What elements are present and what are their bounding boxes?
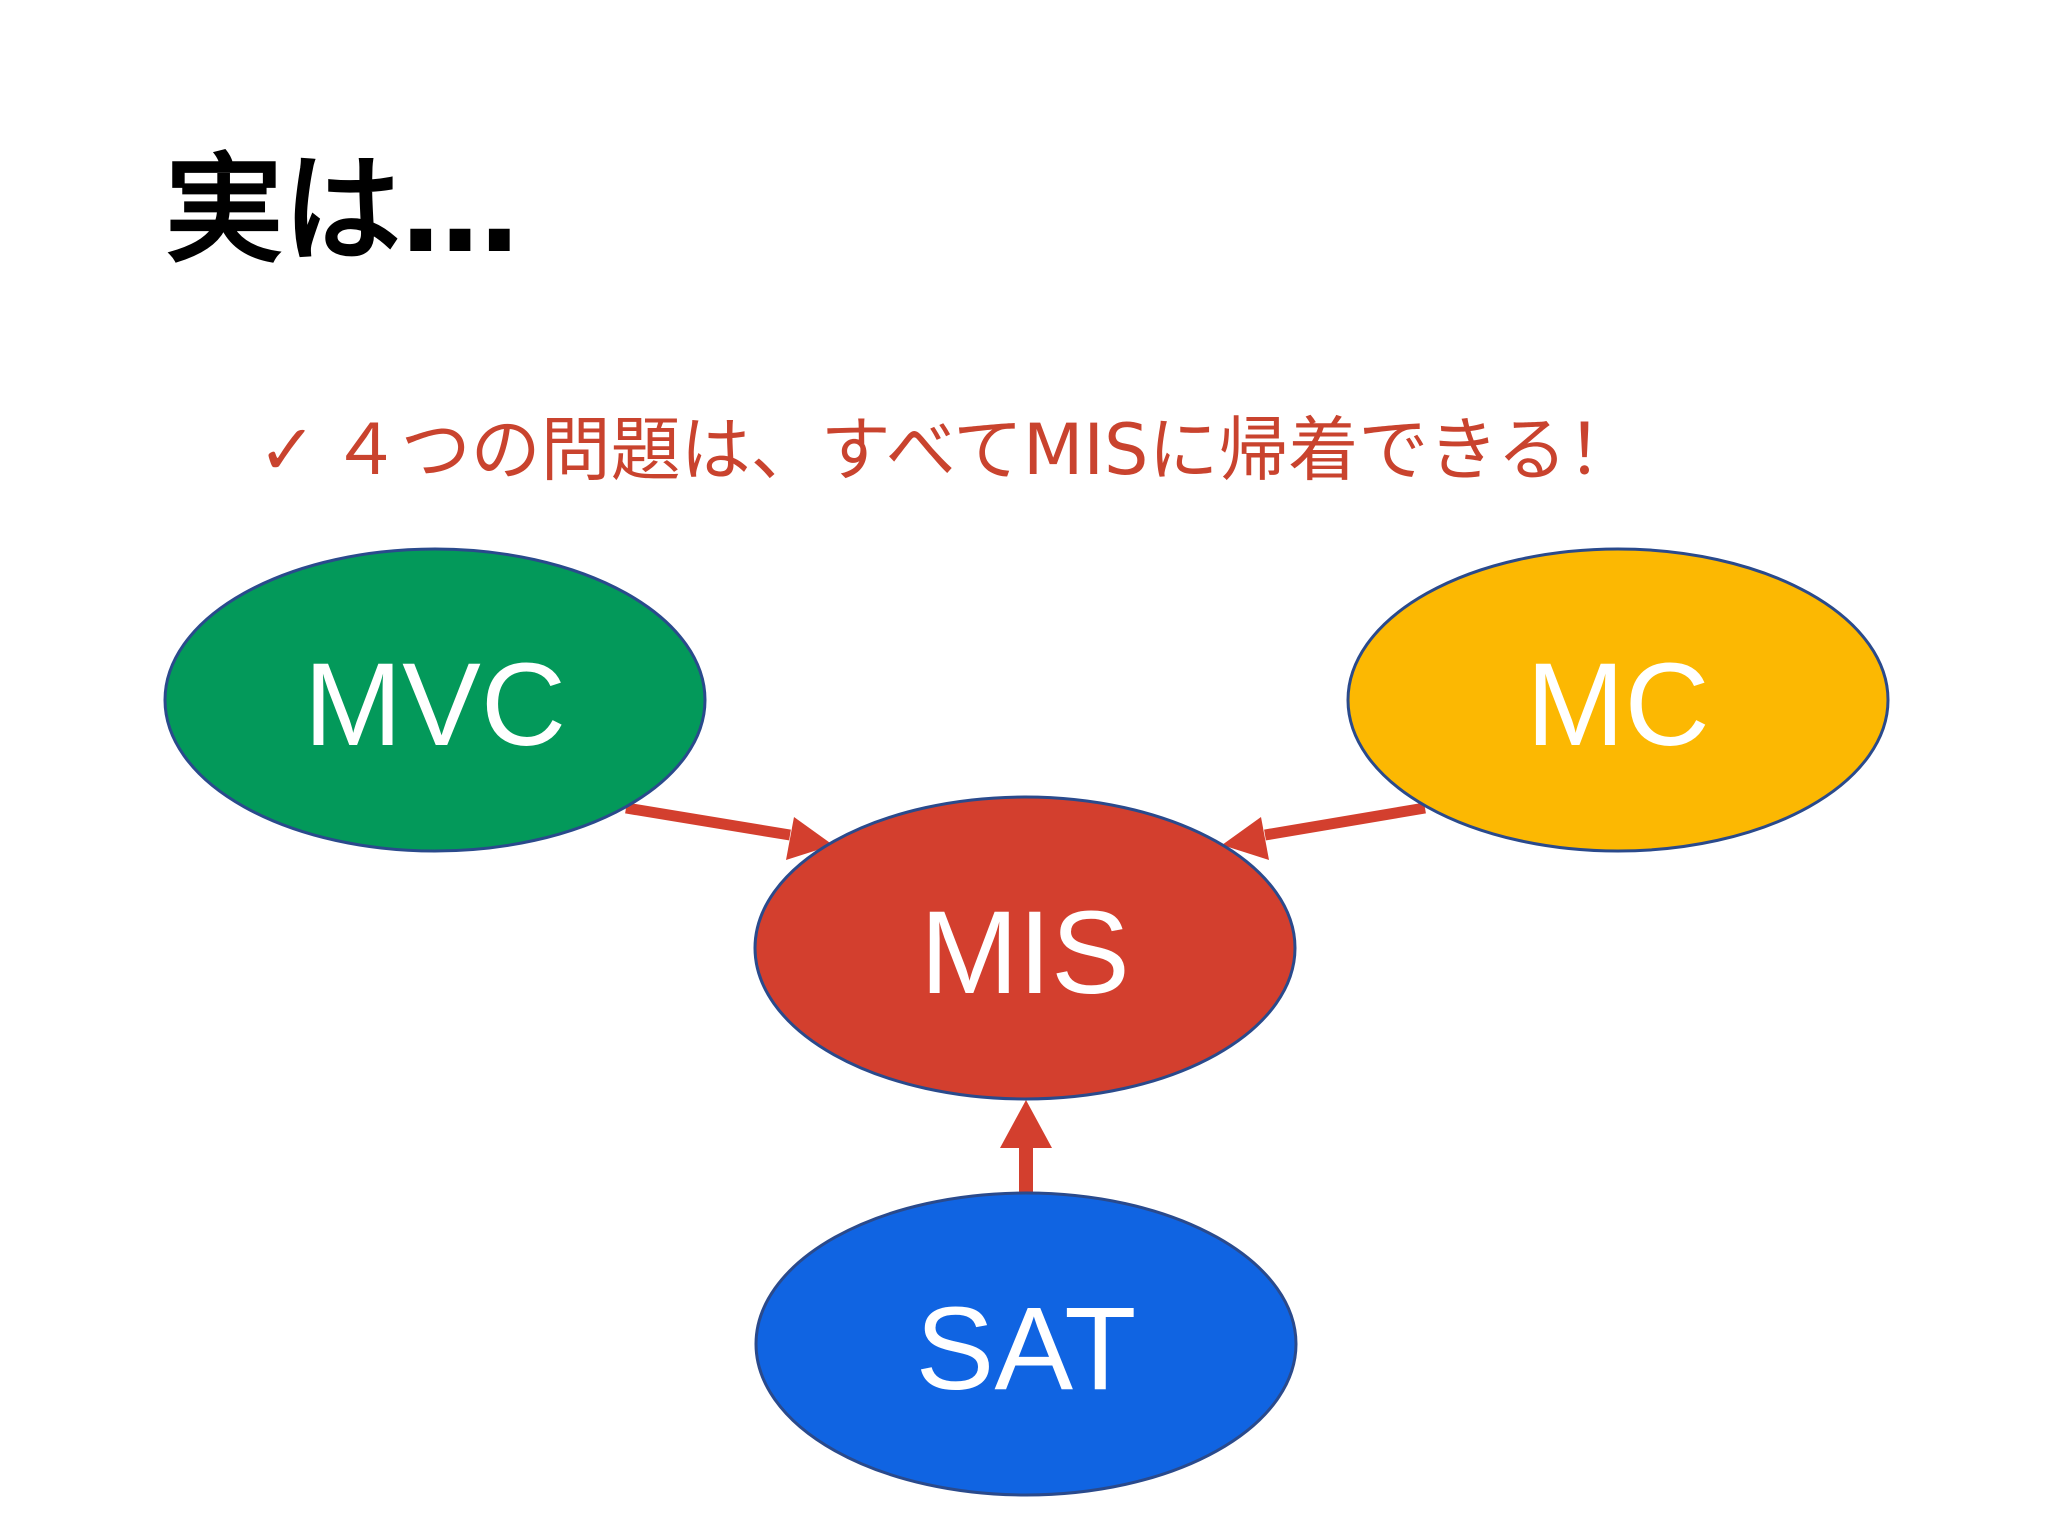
node-mvc: MVC xyxy=(163,547,707,853)
node-mis-label: MIS xyxy=(920,887,1130,1019)
node-mvc-label: MVC xyxy=(304,639,566,771)
node-mis: MIS xyxy=(753,795,1297,1101)
node-sat: SAT xyxy=(754,1191,1298,1497)
bullet-point: ✓４つの問題は、すべてMISに帰着できる！ xyxy=(258,408,1637,492)
arrow-mvc-to-mis xyxy=(625,802,833,860)
slide-title: 実は… xyxy=(165,141,520,279)
node-sat-label: SAT xyxy=(916,1283,1137,1415)
arrowhead-icon xyxy=(786,817,833,860)
arrowhead-icon xyxy=(1222,817,1269,860)
bullet-text: ４つの問題は、すべてMISに帰着できる！ xyxy=(330,409,1638,491)
node-mc: MC xyxy=(1346,547,1890,853)
arrowhead-icon xyxy=(1000,1100,1052,1148)
checkmark-icon: ✓ xyxy=(258,409,317,491)
arrow-sat-to-mis xyxy=(1000,1100,1052,1193)
node-mc-label: MC xyxy=(1526,639,1710,771)
arrow-mc-to-mis xyxy=(1222,802,1426,860)
